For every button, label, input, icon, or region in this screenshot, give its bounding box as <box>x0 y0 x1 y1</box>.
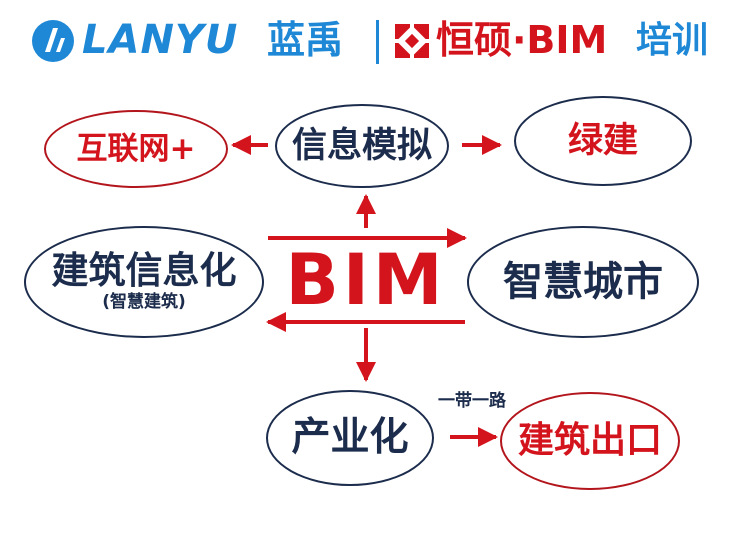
partner-suffix: 培训 <box>636 20 709 61</box>
node-xinxi-moni: 信息模拟 <box>275 104 449 188</box>
hengshuo-logo-icon <box>395 24 429 58</box>
node-label: 互联网+ <box>76 130 196 167</box>
node-label: 建筑出口 <box>517 420 662 462</box>
node-label: 智慧城市 <box>503 259 663 305</box>
node-sublabel: (智慧建筑) <box>102 292 186 313</box>
partner-name: 恒硕·BIM <box>436 18 608 62</box>
node-label: 产业化 <box>291 414 409 460</box>
node-chanyehua: 产业化 <box>266 390 434 486</box>
node-zhihui-chengshi: 智慧城市 <box>467 226 699 338</box>
header: LANYU 蓝禹 恒硕·BIM 培训 <box>0 0 752 80</box>
node-lvjian: 绿建 <box>514 96 692 186</box>
node-label: 信息模拟 <box>291 125 432 166</box>
header-divider <box>376 20 379 64</box>
brand-name-en: LANYU <box>82 17 239 63</box>
node-hulianwang: 互联网+ <box>44 110 228 188</box>
node-jianzhu-xinxihua: 建筑信息化 (智慧建筑) <box>24 226 264 338</box>
center-bim-label: BIM <box>285 239 447 321</box>
edge-label-yidaiyilu: 一带一路 <box>438 391 506 411</box>
node-jianzhu-chukou: 建筑出口 <box>500 392 680 490</box>
brand-name-cn: 蓝禹 <box>267 18 344 62</box>
node-label: 建筑信息化 <box>51 249 237 293</box>
lanyu-logo-icon <box>32 20 74 62</box>
node-label: 绿建 <box>567 120 638 161</box>
